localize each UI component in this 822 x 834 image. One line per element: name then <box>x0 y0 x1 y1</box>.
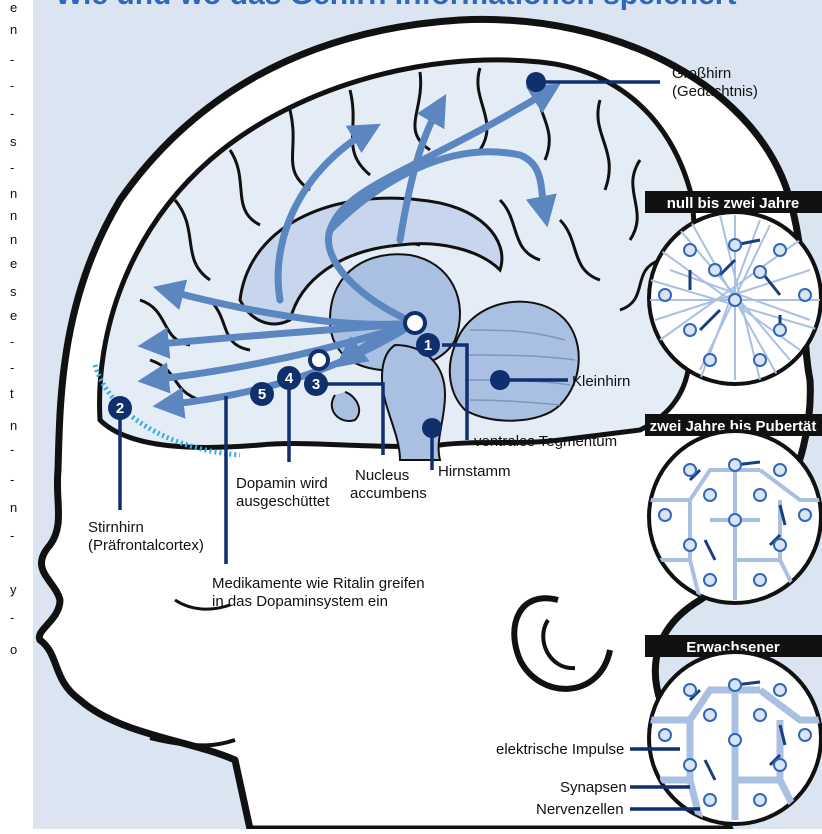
left-edge-letter: - <box>10 360 14 375</box>
stirnhirn-label: Stirnhirn <box>88 519 144 536</box>
left-edge-letter: y <box>10 582 17 597</box>
nucleus-point <box>310 351 328 369</box>
kleinhirn-dot <box>490 370 510 390</box>
legend-impulse: elektrische Impulse <box>496 741 624 758</box>
hirnstamm-dot <box>422 418 442 438</box>
left-edge-letter: - <box>10 334 14 349</box>
hirnstamm-label: Hirnstamm <box>438 463 511 480</box>
legend-synapsen: Synapsen <box>560 779 627 796</box>
left-edge-letter: - <box>10 472 14 487</box>
left-edge-letter: o <box>10 642 17 657</box>
dopamin-label: Dopamin wird <box>236 475 328 492</box>
svg-text:2: 2 <box>116 400 124 417</box>
left-edge-letter: - <box>10 160 14 175</box>
left-edge-letter: n <box>10 500 17 515</box>
svg-text:5: 5 <box>258 386 266 403</box>
left-edge-letter: - <box>10 78 14 93</box>
kleinhirn-label: Kleinhirn <box>572 373 630 390</box>
page-title: Wie und wo das Gehirn Informationen spei… <box>55 0 736 11</box>
grosshirn-sublabel: (Gedächtnis) <box>672 83 758 100</box>
left-edge-letter: - <box>10 610 14 625</box>
marker-2: 2 <box>108 396 132 420</box>
dopamin-sublabel: ausgeschüttet <box>236 493 330 510</box>
marker-5: 5 <box>250 382 274 406</box>
vta-label: ventrales Tegmentum <box>474 433 617 450</box>
left-edge-letter: - <box>10 442 14 457</box>
left-edge-letter: s <box>10 284 17 299</box>
grosshirn-label: Großhirn <box>672 65 731 82</box>
left-edge-letter: n <box>10 232 17 247</box>
left-edge-letter: n <box>10 208 17 223</box>
left-edge-letter: n <box>10 186 17 201</box>
left-edge-letter: e <box>10 0 17 15</box>
left-edge-letter: n <box>10 418 17 433</box>
svg-text:4: 4 <box>285 370 294 387</box>
marker-3: 3 <box>304 372 328 396</box>
ritalin-label: Medikamente wie Ritalin greifen <box>212 575 425 592</box>
left-edge-letter: s <box>10 134 17 149</box>
marker-1: 1 <box>416 333 440 357</box>
ritalin-sublabel: in das Dopaminsystem ein <box>212 593 388 610</box>
marker-4: 4 <box>277 366 301 390</box>
grosshirn-dot <box>526 72 546 92</box>
vta-point <box>405 313 425 333</box>
legend-nervenzellen: Nervenzellen <box>536 801 624 818</box>
panel-title-1: null bis zwei Jahre <box>667 195 800 212</box>
left-edge-letter: e <box>10 308 17 323</box>
nucleus-sublabel: accumbens <box>350 485 427 502</box>
nucleus-label: Nucleus <box>355 467 409 484</box>
left-edge-letter: e <box>10 256 17 271</box>
left-edge-letter: - <box>10 106 14 121</box>
left-edge-letter: n <box>10 22 17 37</box>
left-edge-letter: - <box>10 528 14 543</box>
left-edge-letter: t <box>10 386 14 401</box>
stirnhirn-sublabel: (Präfrontalcortex) <box>88 537 204 554</box>
svg-text:3: 3 <box>312 376 320 393</box>
left-edge-letter: - <box>10 52 14 67</box>
svg-text:1: 1 <box>424 337 432 354</box>
